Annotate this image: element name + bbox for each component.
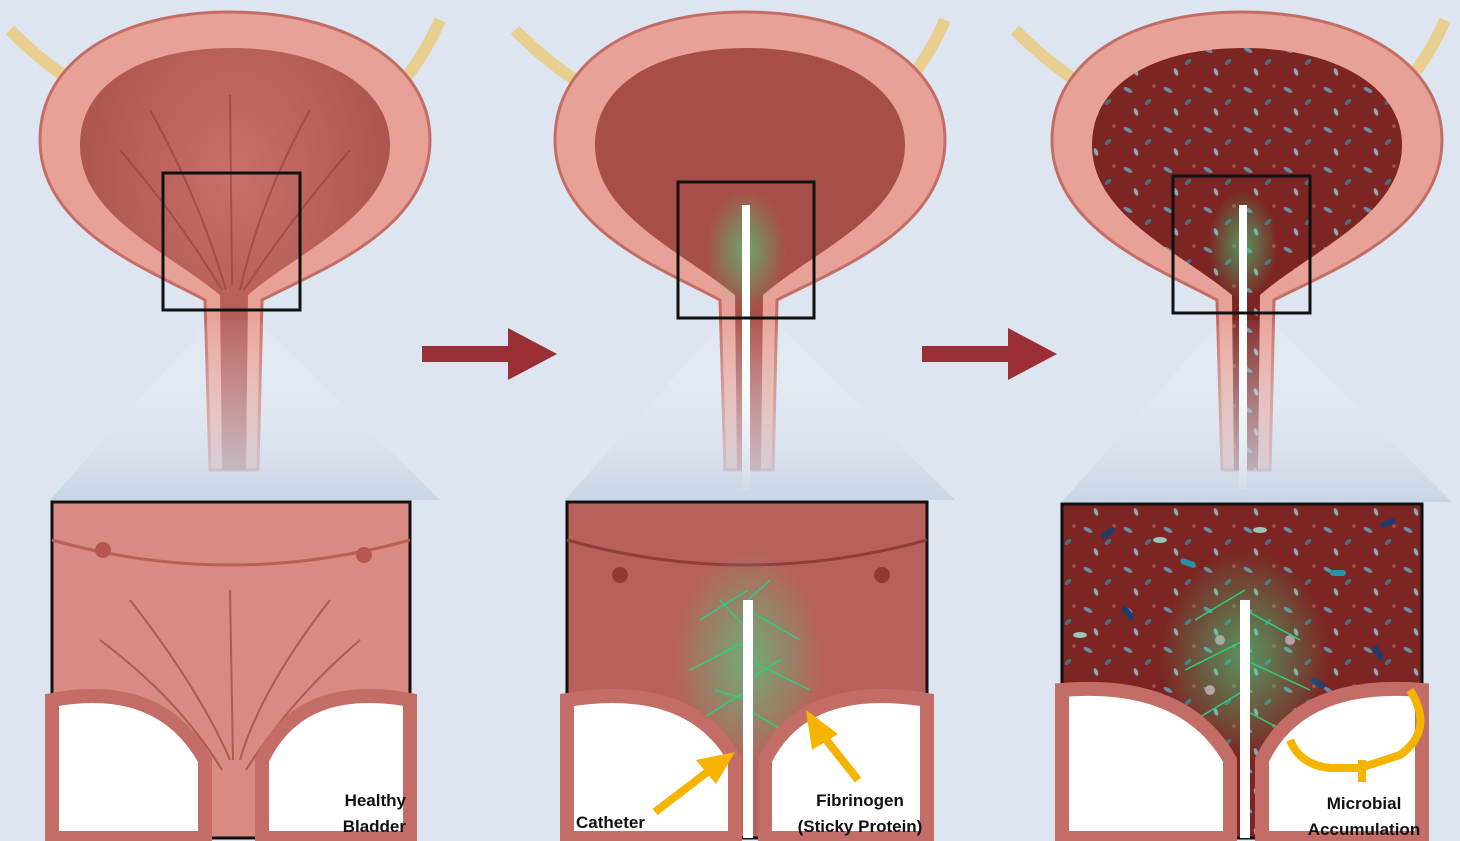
ureteric-orifice-left [612, 567, 628, 583]
catheter-label: Catheter [576, 813, 645, 832]
ureter-left [10, 30, 70, 80]
zoom-cone [565, 320, 955, 500]
stage-catheter: Catheter Fibrinogen (Sticky Protein) [515, 12, 955, 838]
healthy-label-line1: Healthy [345, 791, 407, 810]
fibrinogen-label-line2: (Sticky Protein) [798, 817, 923, 836]
catheter [1240, 600, 1250, 838]
ureteric-orifice-right [356, 547, 372, 563]
zoom-cone [1062, 320, 1452, 502]
microbial-label-line1: Microbial [1327, 794, 1402, 813]
progress-arrow-2 [922, 328, 1057, 380]
ureteric-orifice-left [95, 542, 111, 558]
healthy-label-line2: Bladder [343, 817, 407, 836]
ureter-left [1015, 30, 1075, 80]
zoom-cone [50, 320, 440, 500]
catheter [743, 600, 753, 838]
stage-microbial: Microbial Accumulation [1015, 12, 1452, 839]
microbial-label-line2: Accumulation [1308, 820, 1420, 839]
ureteric-orifice-right [874, 567, 890, 583]
ureter-left [515, 30, 575, 80]
fibrinogen-label-line1: Fibrinogen [816, 791, 904, 810]
stage-healthy: Healthy Bladder [10, 12, 440, 838]
progress-arrow-1 [422, 328, 557, 380]
